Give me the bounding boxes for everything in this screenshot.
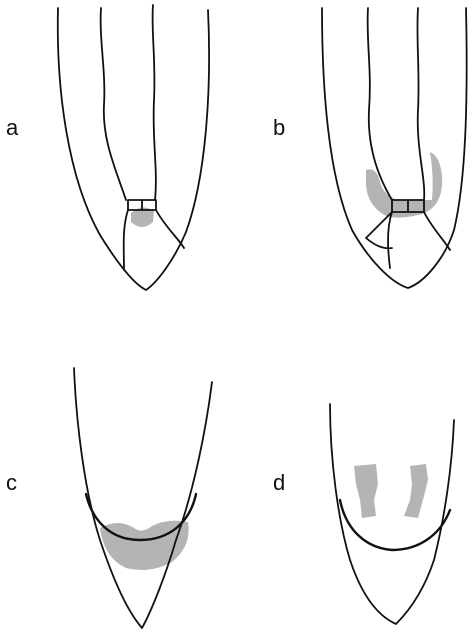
panel-b: b [273, 8, 467, 288]
vascular-right-b [417, 8, 424, 200]
panel-label-d: d [273, 470, 285, 495]
panel-a: a [6, 5, 209, 290]
root-outline-a [58, 8, 209, 290]
root-outline-d [330, 404, 454, 624]
panel-c: c [6, 368, 212, 628]
root-outline-c [74, 368, 212, 628]
quiescent-center-a [128, 200, 156, 210]
root-cap-b [366, 212, 450, 268]
root-outline-b [322, 8, 467, 288]
shaded-region-d-left [354, 464, 378, 518]
shaded-region-d-right [404, 464, 428, 518]
panel-d: d [273, 404, 454, 624]
panel-label-b: b [273, 115, 285, 140]
vascular-left-a [101, 8, 126, 200]
vascular-right-a [153, 5, 156, 200]
shaded-region-b [366, 152, 442, 218]
panel-label-a: a [6, 115, 19, 140]
cap-boundary-d [340, 500, 450, 550]
panel-label-c: c [6, 470, 17, 495]
